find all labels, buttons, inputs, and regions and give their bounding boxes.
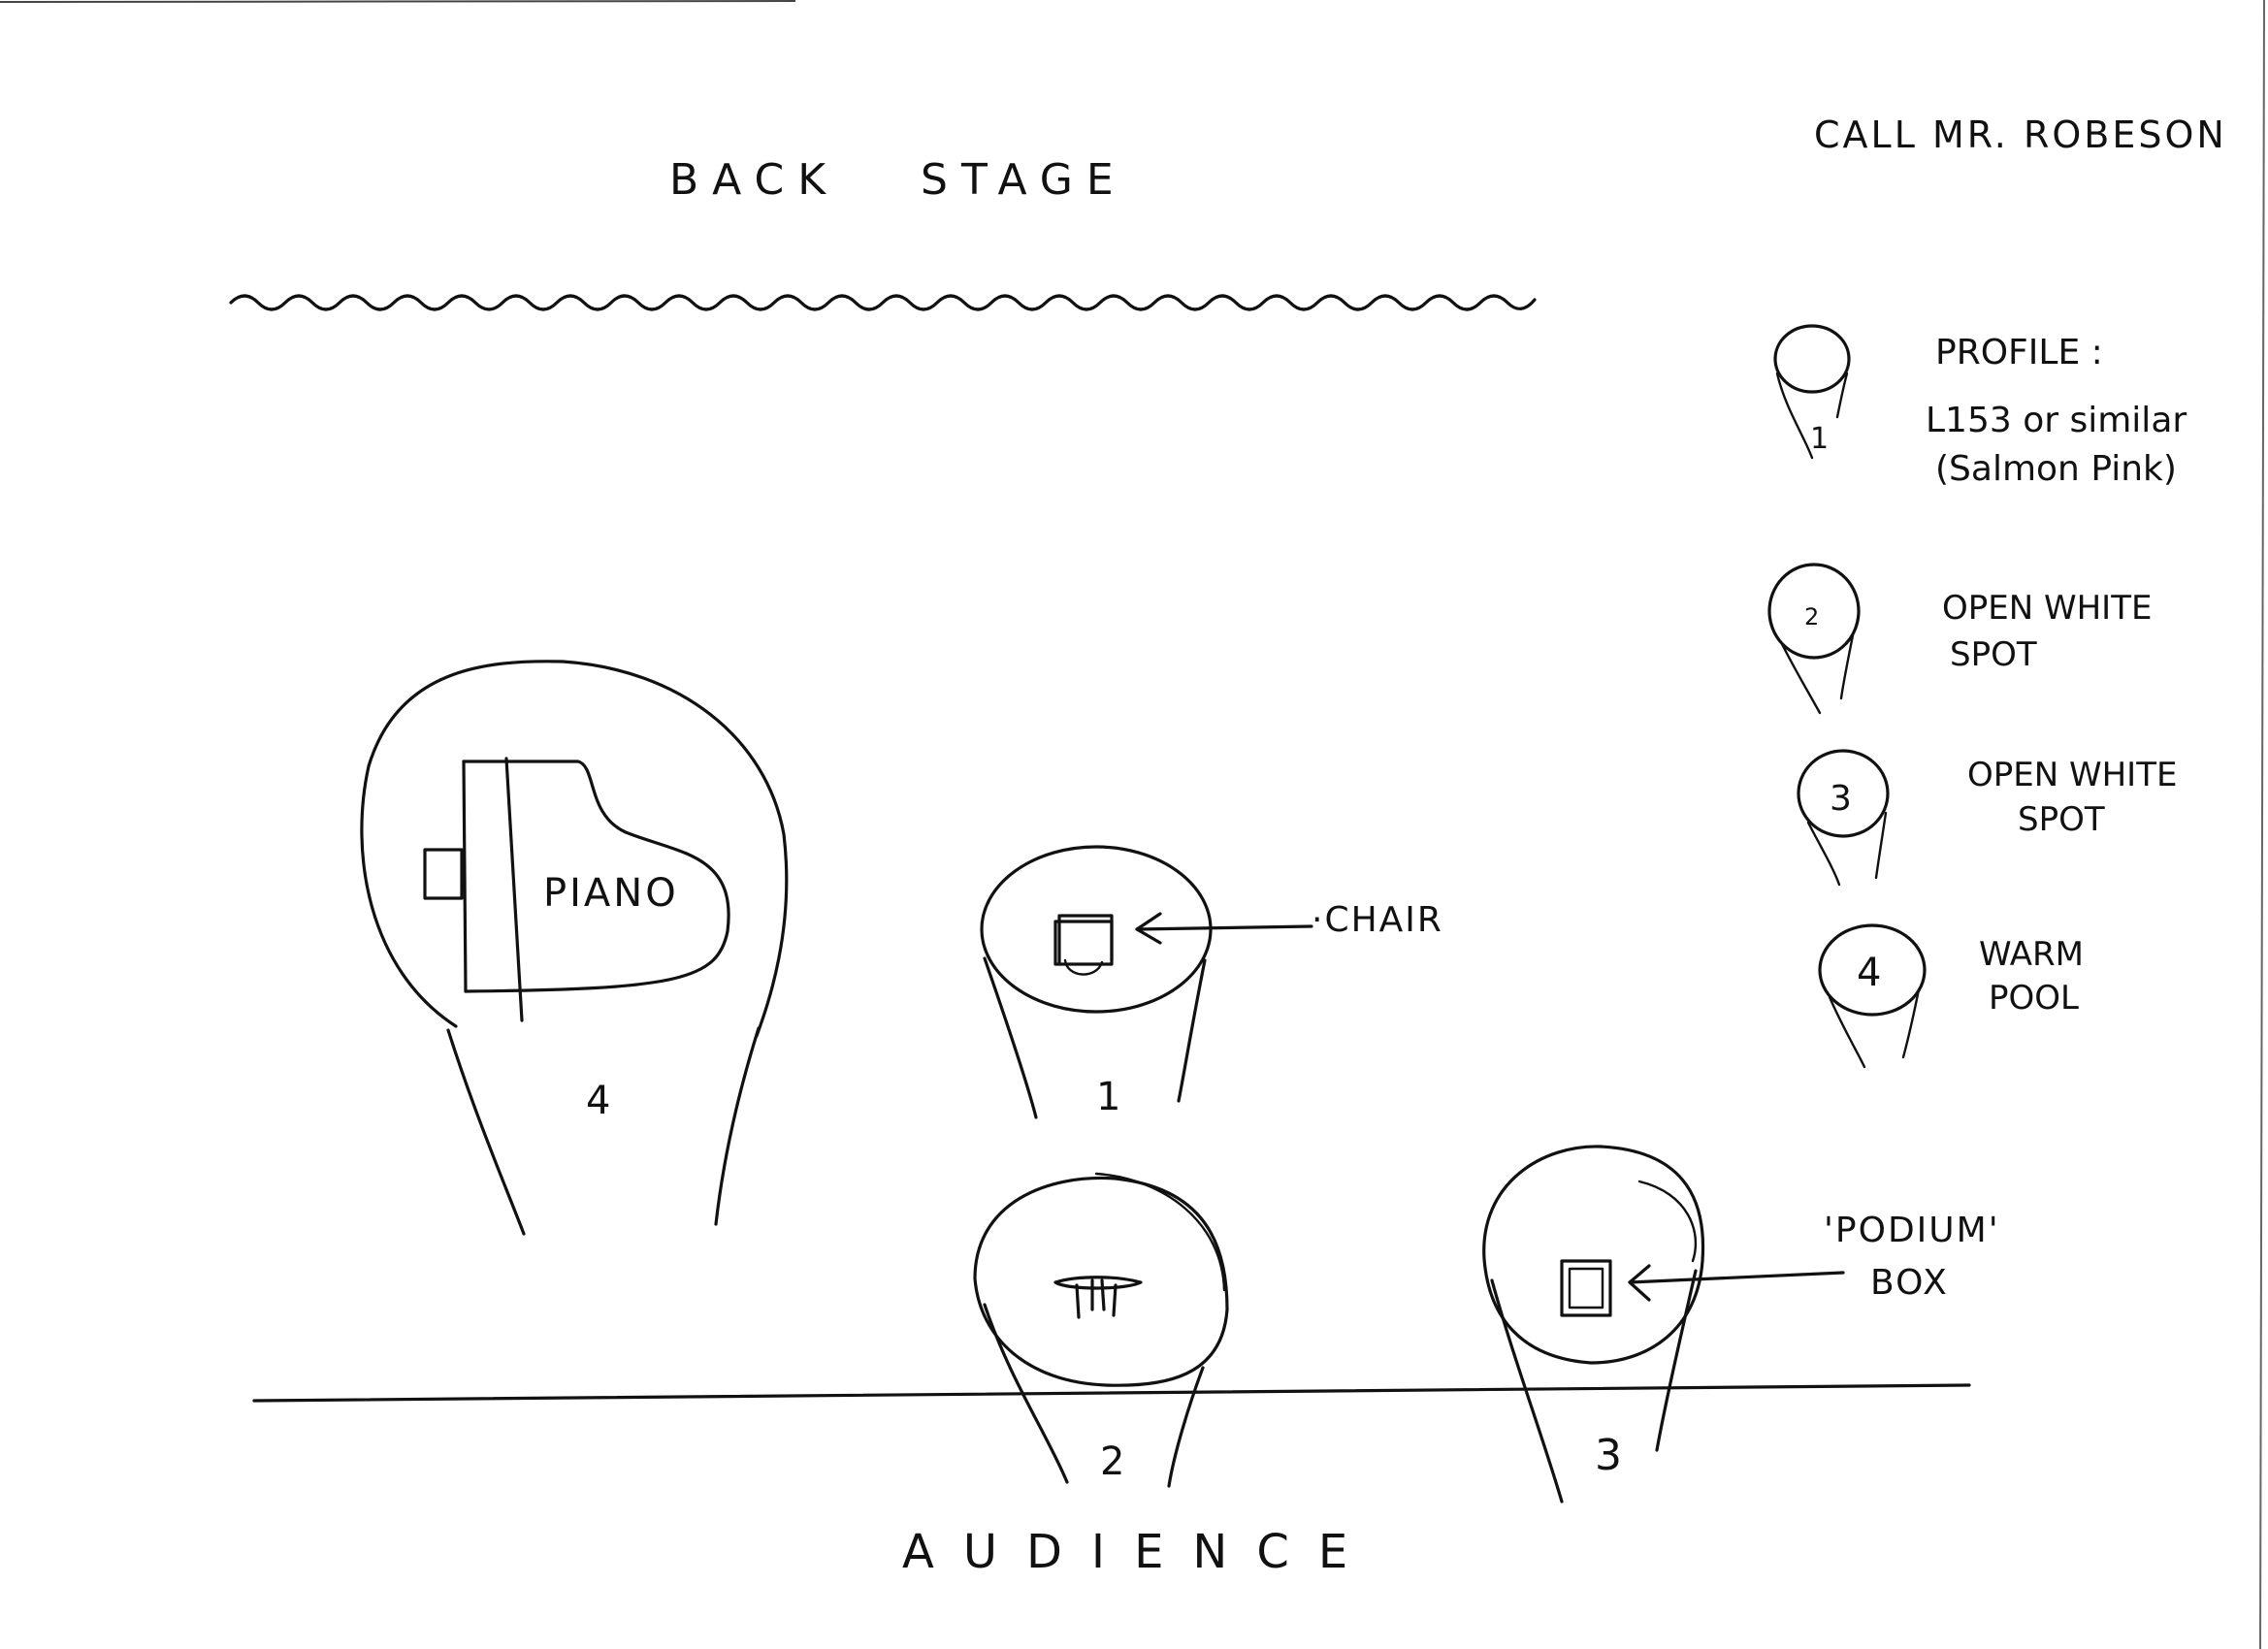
pool-1-number: 1 xyxy=(1096,1075,1120,1119)
piano-body-outline xyxy=(462,760,730,993)
backstage-curtain-line xyxy=(229,294,1537,311)
pool-2-beam-right xyxy=(1167,1366,1205,1488)
chair-label: ·CHAIR xyxy=(1312,900,1443,940)
legend-3-beam-right xyxy=(1874,811,1888,880)
legend-item-2: 2 OPEN WHITE SPOT xyxy=(1767,563,2152,715)
stand-icon xyxy=(1053,1276,1143,1319)
pool-3-beam-left xyxy=(1490,1278,1564,1504)
piano: PIANO xyxy=(423,757,730,1022)
legend-1-beam-right xyxy=(1835,372,1849,419)
legend-2-line-1: OPEN WHITE xyxy=(1942,589,2152,628)
podium-box-label: BOX xyxy=(1870,1263,1949,1303)
pool-1-beam-left xyxy=(983,956,1038,1119)
piano-keyboard-edge xyxy=(462,760,468,993)
legend-3-key: 3 xyxy=(1830,779,1852,819)
legend-3-lamp-icon xyxy=(1797,749,1890,838)
legend-2-beam-left xyxy=(1779,640,1822,715)
pool-4-circle xyxy=(360,660,789,1038)
legend-1-lamp-icon xyxy=(1773,324,1851,394)
chair-legs xyxy=(1063,958,1104,976)
audience-label: AUDIENCE xyxy=(902,1525,1377,1579)
legend-2-line-2: SPOT xyxy=(1950,635,2037,674)
legend-3-line-2: SPOT xyxy=(2018,800,2105,839)
piano-label: PIANO xyxy=(543,871,679,916)
pool-1-profile: 1 ·CHAIR xyxy=(980,845,1443,1119)
legend-4-beam-right xyxy=(1901,987,1921,1059)
page-title: CALL MR. ROBESON xyxy=(1814,113,2227,156)
piano-lid-line xyxy=(504,757,524,1022)
chair-seat xyxy=(1053,920,1114,966)
legend-1-line-3: (Salmon Pink) xyxy=(1935,449,2177,489)
pool-3-number: 3 xyxy=(1595,1431,1622,1480)
legend-4-line-2: POOL xyxy=(1989,979,2079,1018)
pool-3-circle-overlap xyxy=(1637,1180,1698,1263)
legend-1-beam-left xyxy=(1775,372,1814,460)
stand-post xyxy=(1090,1278,1106,1311)
podium-box-outer xyxy=(1560,1259,1612,1317)
piano-bench xyxy=(423,848,464,900)
chair-arrow-line xyxy=(1135,924,1313,931)
legend-1-line-1: PROFILE : xyxy=(1935,333,2103,372)
stand-legs xyxy=(1075,1283,1118,1319)
stand-top xyxy=(1053,1276,1143,1290)
pool-2-circle xyxy=(973,1176,1229,1387)
lighting-legend: 1 PROFILE : L153 or similar (Salmon Pink… xyxy=(1767,324,2187,1069)
podium-box-icon xyxy=(1560,1259,1612,1317)
paper-edge-top xyxy=(0,0,796,3)
legend-item-4: 4 WARM POOL xyxy=(1818,923,2084,1069)
legend-1-key: 1 xyxy=(1810,422,1829,456)
pool-2-circle-overlap xyxy=(1094,1172,1226,1292)
pool-2-open-white-spot: 2 xyxy=(973,1172,1229,1488)
legend-4-line-1: WARM xyxy=(1979,935,2084,974)
podium-box-inner xyxy=(1568,1267,1604,1310)
paper-edge-right xyxy=(2259,0,2265,1649)
pool-3-open-white-spot: 3 'PODIUM' BOX xyxy=(1482,1145,2000,1504)
legend-3-line-1: OPEN WHITE xyxy=(1967,756,2177,794)
legend-item-1: 1 PROFILE : L153 or similar (Salmon Pink… xyxy=(1773,324,2187,489)
legend-3-beam-left xyxy=(1806,821,1841,887)
podium-arrow-line xyxy=(1628,1271,1845,1284)
pool-3-beam-right xyxy=(1655,1269,1698,1452)
pool-4-beam-left xyxy=(446,1028,526,1236)
legend-2-lamp-icon xyxy=(1767,563,1861,660)
chair-back xyxy=(1057,914,1114,966)
legend-2-beam-right xyxy=(1839,633,1855,700)
legend-item-3: 3 OPEN WHITE SPOT xyxy=(1797,749,2177,887)
legend-2-key: 2 xyxy=(1804,603,1819,630)
podium-label: 'PODIUM' xyxy=(1824,1211,2000,1250)
pool-4-number: 4 xyxy=(586,1079,610,1123)
pool-4-warm-pool: 4 xyxy=(360,660,789,1236)
pool-3-circle xyxy=(1482,1145,1705,1365)
pool-1-beam-right xyxy=(1177,958,1207,1103)
backstage-label: BACK STAGE xyxy=(669,155,1127,205)
pool-2-number: 2 xyxy=(1100,1439,1124,1484)
podium-arrow-head xyxy=(1628,1264,1651,1302)
legend-4-lamp-icon xyxy=(1818,923,1927,1017)
chair-arrow-head xyxy=(1135,912,1162,945)
pool-2-beam-left xyxy=(983,1303,1069,1484)
stage-edge-line xyxy=(252,1383,1971,1403)
legend-4-beam-left xyxy=(1828,995,1866,1069)
legend-1-line-2: L153 or similar xyxy=(1926,401,2187,440)
legend-4-key: 4 xyxy=(1857,951,1881,995)
chair-icon xyxy=(1053,914,1114,976)
pool-4-beam-right xyxy=(714,1026,761,1226)
